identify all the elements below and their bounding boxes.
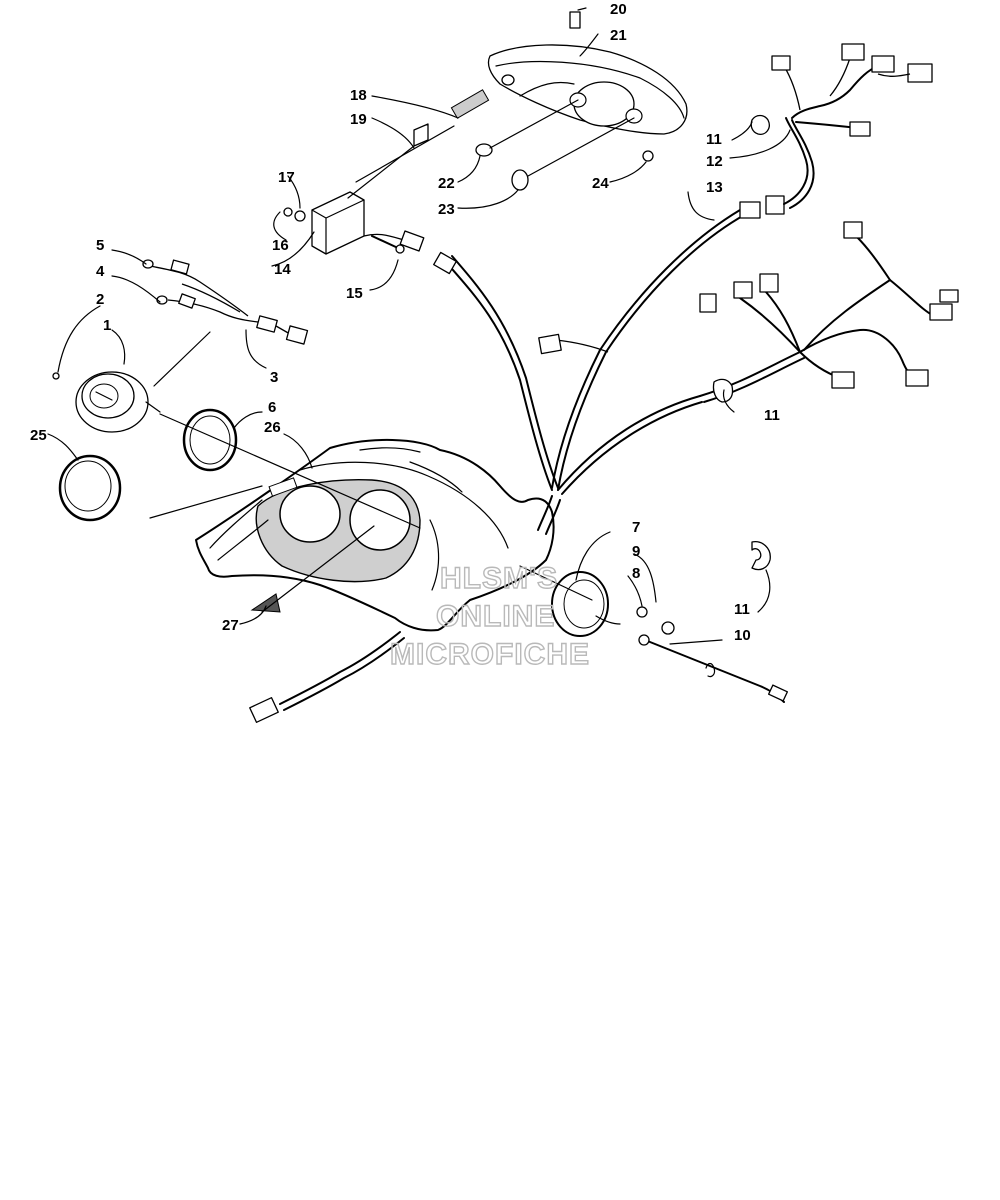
- callout-labels: 1 2 3 4 5 6 7 8 9 10 11 11 11 12 13 14 1…: [30, 1, 780, 644]
- callout-7: 7: [632, 519, 640, 536]
- headlight-lead: [249, 631, 405, 723]
- watermark-line-1: HLSM'S: [440, 562, 558, 595]
- screw: [371, 235, 405, 254]
- callout-21: 21: [610, 27, 627, 44]
- callout-9: 9: [632, 543, 640, 560]
- leader-lines: [47, 7, 791, 645]
- resistor-module: [311, 89, 490, 255]
- tachometer-gauge: [52, 371, 161, 433]
- callout-23: 23: [438, 201, 455, 218]
- callout-11b: 11: [764, 407, 780, 424]
- rear-wire-harness: [699, 221, 959, 403]
- callout-15: 15: [346, 285, 363, 302]
- callout-6: 6: [268, 399, 276, 416]
- callout-13: 13: [706, 179, 723, 196]
- gauge-bezel-ring: [182, 408, 238, 472]
- washer: [283, 207, 306, 222]
- callout-26: 26: [264, 419, 281, 436]
- harness-clip: [750, 114, 770, 135]
- lamp-bulb-small: [642, 150, 654, 162]
- callout-10: 10: [734, 627, 751, 644]
- callout-4: 4: [96, 263, 105, 280]
- callout-2: 2: [96, 291, 104, 308]
- drive-nut: [661, 621, 675, 635]
- warning-decal: [250, 593, 281, 613]
- main-wire-harness: [433, 43, 933, 535]
- assembly-lines: [149, 145, 593, 613]
- speedometer-drive: [551, 571, 621, 637]
- callout-3: 3: [270, 369, 278, 386]
- callout-18: 18: [350, 87, 367, 104]
- callout-16: 16: [272, 237, 289, 254]
- callout-11a: 11: [706, 131, 722, 148]
- speedometer-cable: [638, 634, 789, 703]
- bulb-socket: [511, 117, 635, 191]
- callout-27: 27: [222, 617, 239, 634]
- callout-25: 25: [30, 427, 47, 444]
- gauge-wire-harness: [142, 259, 309, 345]
- callout-11c: 11: [734, 601, 750, 618]
- callout-5: 5: [96, 237, 104, 254]
- watermark-line-3: MICROFICHE: [390, 638, 590, 671]
- callout-20: 20: [610, 1, 627, 18]
- callout-12: 12: [706, 153, 723, 170]
- callout-1: 1: [103, 317, 111, 334]
- callout-17: 17: [278, 169, 295, 186]
- watermark-line-2: ONLINE: [436, 600, 555, 633]
- callout-19: 19: [350, 111, 367, 128]
- bulb: [475, 99, 579, 157]
- gauge-lens: [58, 454, 122, 522]
- callout-8: 8: [632, 565, 640, 582]
- callout-22: 22: [438, 175, 455, 192]
- watermark: HLSM'S ONLINE MICROFICHE: [389, 561, 590, 671]
- callout-24: 24: [592, 175, 609, 192]
- drive-washer: [636, 606, 648, 618]
- callout-14: 14: [274, 261, 291, 278]
- instrument-hood: [195, 438, 555, 632]
- lamp-housing: [487, 11, 688, 135]
- cable-clip: [751, 541, 771, 571]
